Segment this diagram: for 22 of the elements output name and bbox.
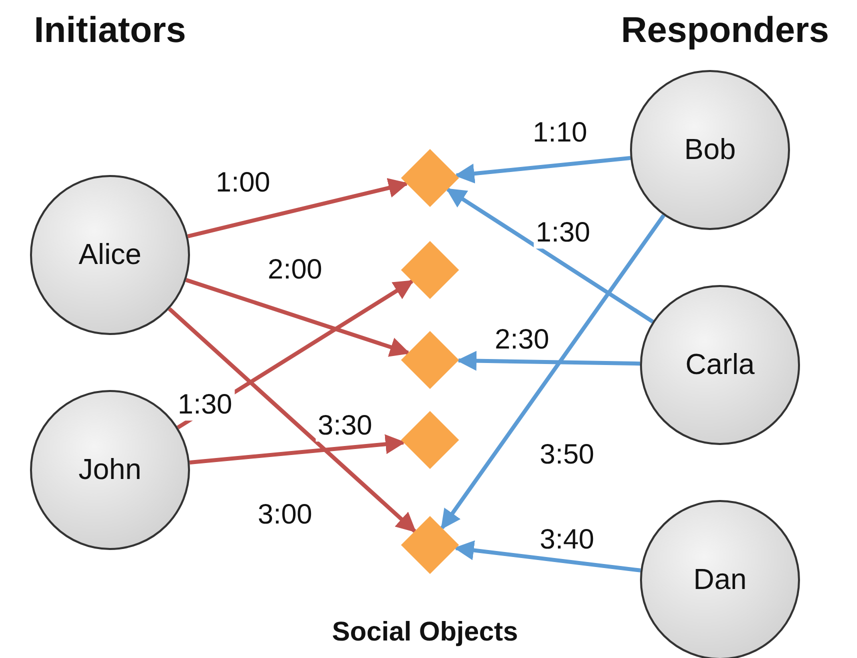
person-name: Alice (78, 238, 142, 272)
diamond-marker (401, 241, 459, 299)
arrow (440, 214, 666, 530)
arrow (185, 278, 410, 357)
person-name: Dan (693, 564, 747, 596)
arrow (454, 156, 631, 184)
arrow (189, 434, 406, 465)
arrow (454, 540, 641, 572)
group-heading: Social Objects (332, 616, 518, 648)
arrow (187, 178, 409, 238)
group-heading: Initiators (34, 9, 186, 51)
diamond-marker (401, 411, 459, 469)
group-heading: Responders (620, 9, 830, 51)
diamond-marker (401, 149, 459, 207)
person-name: John (78, 454, 142, 486)
arrow (446, 188, 654, 324)
arrow (456, 350, 640, 371)
diamond-marker (401, 516, 459, 574)
person-name: Carla (685, 348, 755, 382)
arrow (168, 307, 416, 533)
diamond-marker (401, 331, 459, 389)
person-name: Bob (684, 134, 736, 166)
